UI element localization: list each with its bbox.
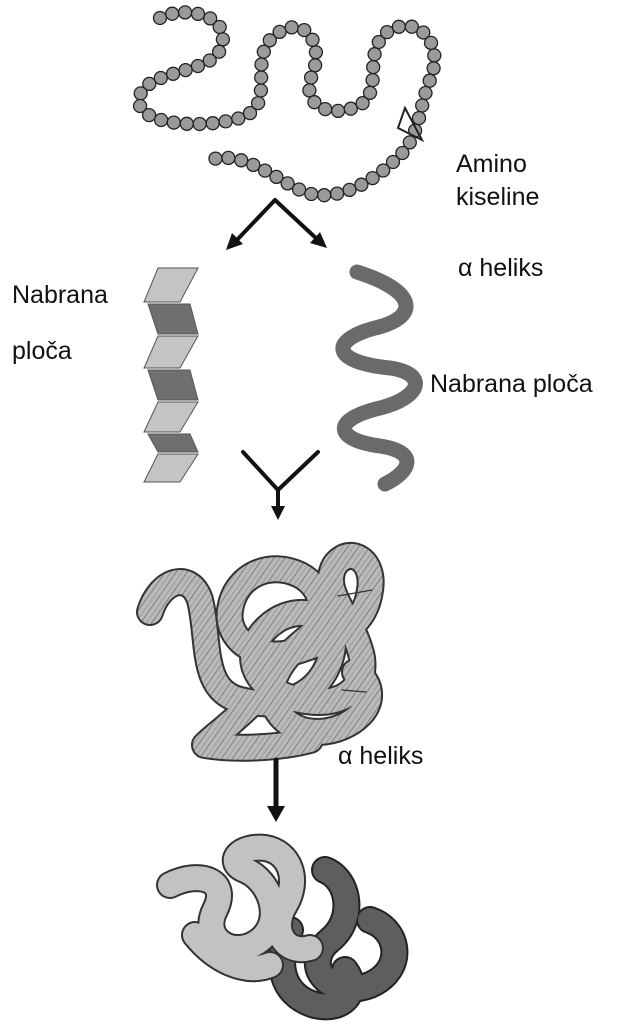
amino-acid-bead [303,84,316,97]
amino-acid-chain [134,6,441,202]
quaternary-complex [170,848,394,1007]
amino-acid-bead [209,152,222,165]
pleated-sheet-strand [144,268,198,482]
amino-acid-bead [179,64,192,77]
amino-acid-bead [219,115,232,128]
amino-acid-bead [423,74,436,87]
label-amino-line2: kiseline [456,182,539,212]
amino-acid-bead [247,158,260,171]
amino-acid-bead [203,54,216,67]
amino-acid-bead [344,102,357,115]
label-pleated-right: Nabrana ploča [430,369,593,399]
amino-acid-bead [419,87,432,100]
label-pleated-left-line2: ploča [12,336,72,366]
amino-acid-bead [425,36,438,49]
amino-acid-bead [255,71,268,84]
amino-acid-bead [273,25,286,38]
amino-acid-bead [381,26,394,39]
amino-acid-bead [167,116,180,129]
amino-acid-bead [367,61,380,74]
amino-acid-bead [155,114,168,127]
down-arrow-icon [267,760,285,822]
merge-arrow-icon [243,452,318,520]
amino-acid-bead [254,84,267,97]
amino-acid-bead [193,118,206,131]
amino-acid-bead [134,87,147,100]
amino-acid-bead [343,183,356,196]
tertiary-fold [150,556,372,748]
amino-acid-bead [206,117,219,130]
amino-acid-bead [305,188,318,201]
amino-acid-bead [319,103,332,116]
amino-acid-bead [179,6,192,19]
amino-acid-bead [331,187,344,200]
label-pleated-left-line1: Nabrana [12,280,108,310]
amino-acid-bead [332,104,345,117]
label-amino-line1: Amino [456,149,527,179]
amino-acid-bead [154,12,167,25]
amino-acid-bead [222,151,235,164]
amino-acid-bead [366,74,379,87]
amino-acid-bead [192,7,205,20]
label-alpha-helix-top: α heliks [458,253,543,283]
amino-acid-bead [235,154,248,167]
amino-acid-bead [305,71,318,84]
amino-acid-bead [392,20,405,33]
amino-acid-bead [427,62,440,75]
amino-acid-bead [252,97,265,110]
amino-acid-bead [318,189,331,202]
amino-acid-bead [416,99,429,112]
split-arrow-icon [226,200,327,250]
amino-acid-bead [364,86,377,99]
amino-acid-bead [428,49,441,62]
amino-acid-bead [216,33,229,46]
amino-acid-bead [309,59,322,72]
amino-acid-bead [259,164,272,177]
amino-acid-bead [143,109,156,122]
amino-acid-bead [166,7,179,20]
amino-acid-bead [167,67,180,80]
amino-acid-bead [191,60,204,73]
alpha-helix-coil [343,272,416,484]
amino-acid-bead [285,21,298,34]
label-alpha-helix-lower: α heliks [338,741,423,771]
amino-acid-bead [180,117,193,130]
amino-acid-bead [306,33,319,46]
amino-acid-bead [309,46,322,59]
amino-acid-bead [255,58,268,71]
amino-acid-bead [232,112,245,125]
amino-acid-bead [213,21,226,34]
amino-acid-bead [355,178,368,191]
amino-acid-bead [368,48,381,61]
amino-acid-bead [413,112,426,125]
